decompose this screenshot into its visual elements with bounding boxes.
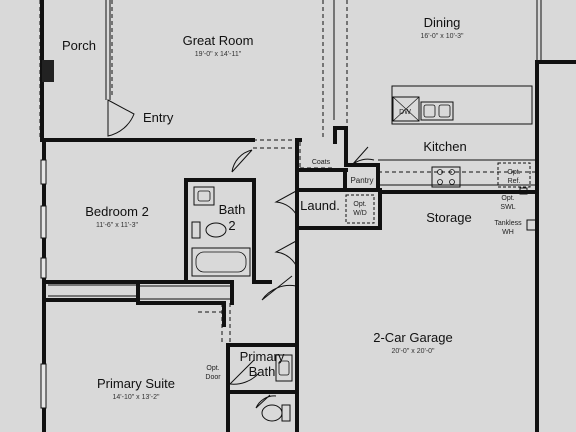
opt-wd-label-1: Opt. bbox=[353, 201, 366, 208]
room-label-kitchen: Kitchen bbox=[423, 139, 466, 154]
dw-label: DW bbox=[399, 109, 411, 116]
room-label-storage: Storage bbox=[426, 210, 472, 225]
cooktop bbox=[431, 166, 461, 188]
garage-dimension: 20'-0" x 20'-0" bbox=[391, 348, 435, 355]
room-label-primary-suite: Primary Suite bbox=[97, 376, 175, 391]
tankless-wh-box bbox=[526, 219, 537, 231]
bath2-toilet bbox=[205, 222, 227, 238]
room-label-entry: Entry bbox=[143, 110, 174, 125]
room-label-bedroom-2: Bedroom 2 bbox=[85, 204, 149, 219]
bedroom-2-dimension: 11'-6" x 11'-3" bbox=[96, 222, 139, 229]
kitchen-sink bbox=[420, 101, 454, 121]
dishwasher bbox=[392, 96, 420, 122]
opt-wd-label-2: W/D bbox=[353, 210, 367, 217]
primary-suite-dimension: 14'-10" x 13'-2" bbox=[113, 394, 160, 401]
room-label-bath-2: Bath bbox=[219, 202, 246, 217]
tankless-label-1: Tankless bbox=[494, 220, 522, 227]
bath2-tub bbox=[191, 247, 251, 277]
room-label-bath-2-number: 2 bbox=[228, 218, 235, 233]
great-room-dimension: 19'-0" x 14'-11" bbox=[195, 51, 242, 58]
opt-ref-label-2: Ref. bbox=[508, 178, 521, 185]
primary-bath-sink bbox=[275, 354, 293, 382]
door-swings bbox=[107, 99, 375, 409]
coats-label: Coats bbox=[312, 159, 331, 166]
opt-door-label-2: Door bbox=[205, 374, 221, 381]
opt-ref-box bbox=[497, 162, 531, 188]
pantry-label: Pantry bbox=[350, 176, 373, 185]
room-label-garage: 2-Car Garage bbox=[373, 330, 452, 345]
room-label-porch: Porch bbox=[62, 38, 96, 53]
thin-lines bbox=[48, 0, 542, 300]
opt-swl-label-1: Opt. bbox=[501, 195, 514, 202]
dashed-lines bbox=[39, 0, 536, 345]
room-label-primary-bath-2: Bath bbox=[249, 364, 276, 379]
room-label-great-room: Great Room bbox=[183, 33, 254, 48]
kitchen-island bbox=[391, 85, 533, 125]
windows bbox=[40, 159, 47, 409]
opt-swl-label-2: SWL bbox=[500, 204, 515, 211]
swl-box bbox=[519, 187, 528, 195]
opt-wd-box bbox=[345, 194, 375, 224]
opt-door-label-1: Opt. bbox=[206, 365, 219, 372]
bath2-sink bbox=[193, 186, 215, 206]
opt-ref-label-1: Opt. bbox=[507, 169, 520, 176]
room-label-dining: Dining bbox=[424, 15, 461, 30]
room-label-laundry: Laund. bbox=[300, 198, 340, 213]
dining-dimension: 16'-0" x 10'-3" bbox=[420, 33, 464, 40]
room-label-primary-bath: Primary bbox=[240, 349, 285, 364]
porch-post bbox=[42, 60, 54, 82]
walls bbox=[40, 0, 576, 432]
tankless-label-2: WH bbox=[502, 229, 514, 236]
